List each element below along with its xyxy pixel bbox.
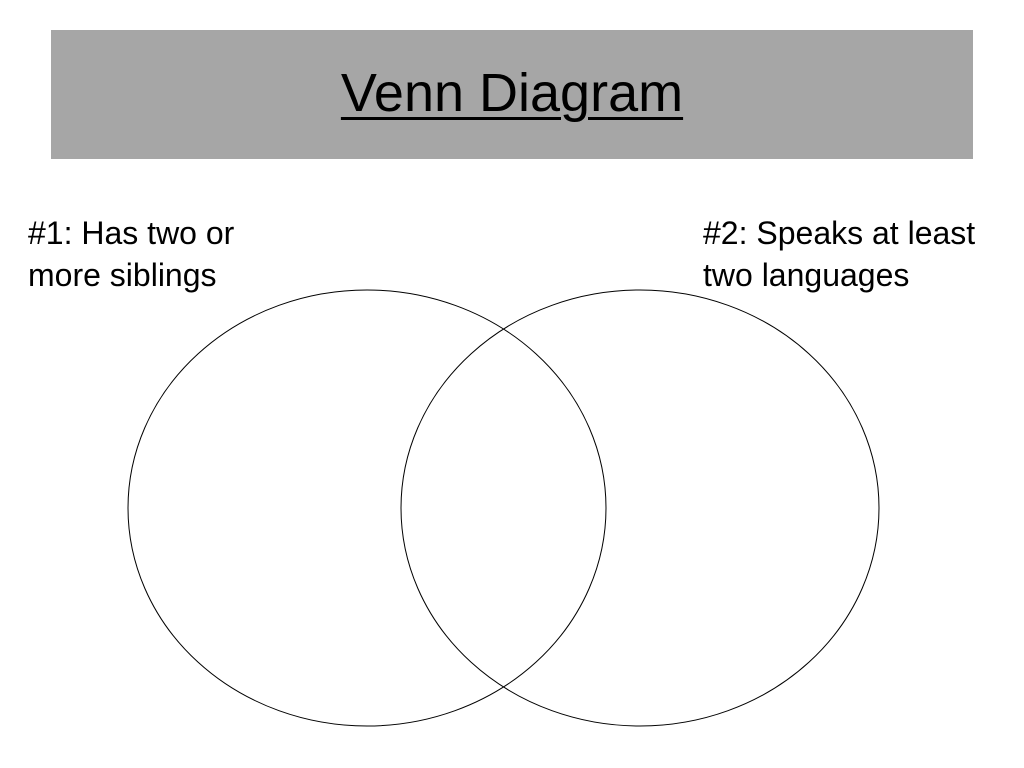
set-2-label-line-1: #2: Speaks at least	[703, 215, 976, 251]
set-1-label-line-2: more siblings	[28, 257, 217, 293]
set-2-label-line-2: two languages	[703, 257, 910, 293]
set-2-circle	[400, 289, 880, 727]
page-title: Venn Diagram	[340, 62, 684, 123]
set-1-circle	[127, 289, 607, 727]
set-1-label-line-1: #1: Has two or	[28, 215, 235, 251]
set-1-label: #1: Has two or more siblings	[28, 212, 234, 296]
set-2-label: #2: Speaks at least two languages	[703, 212, 975, 296]
title-bar: Venn Diagram	[51, 30, 973, 159]
